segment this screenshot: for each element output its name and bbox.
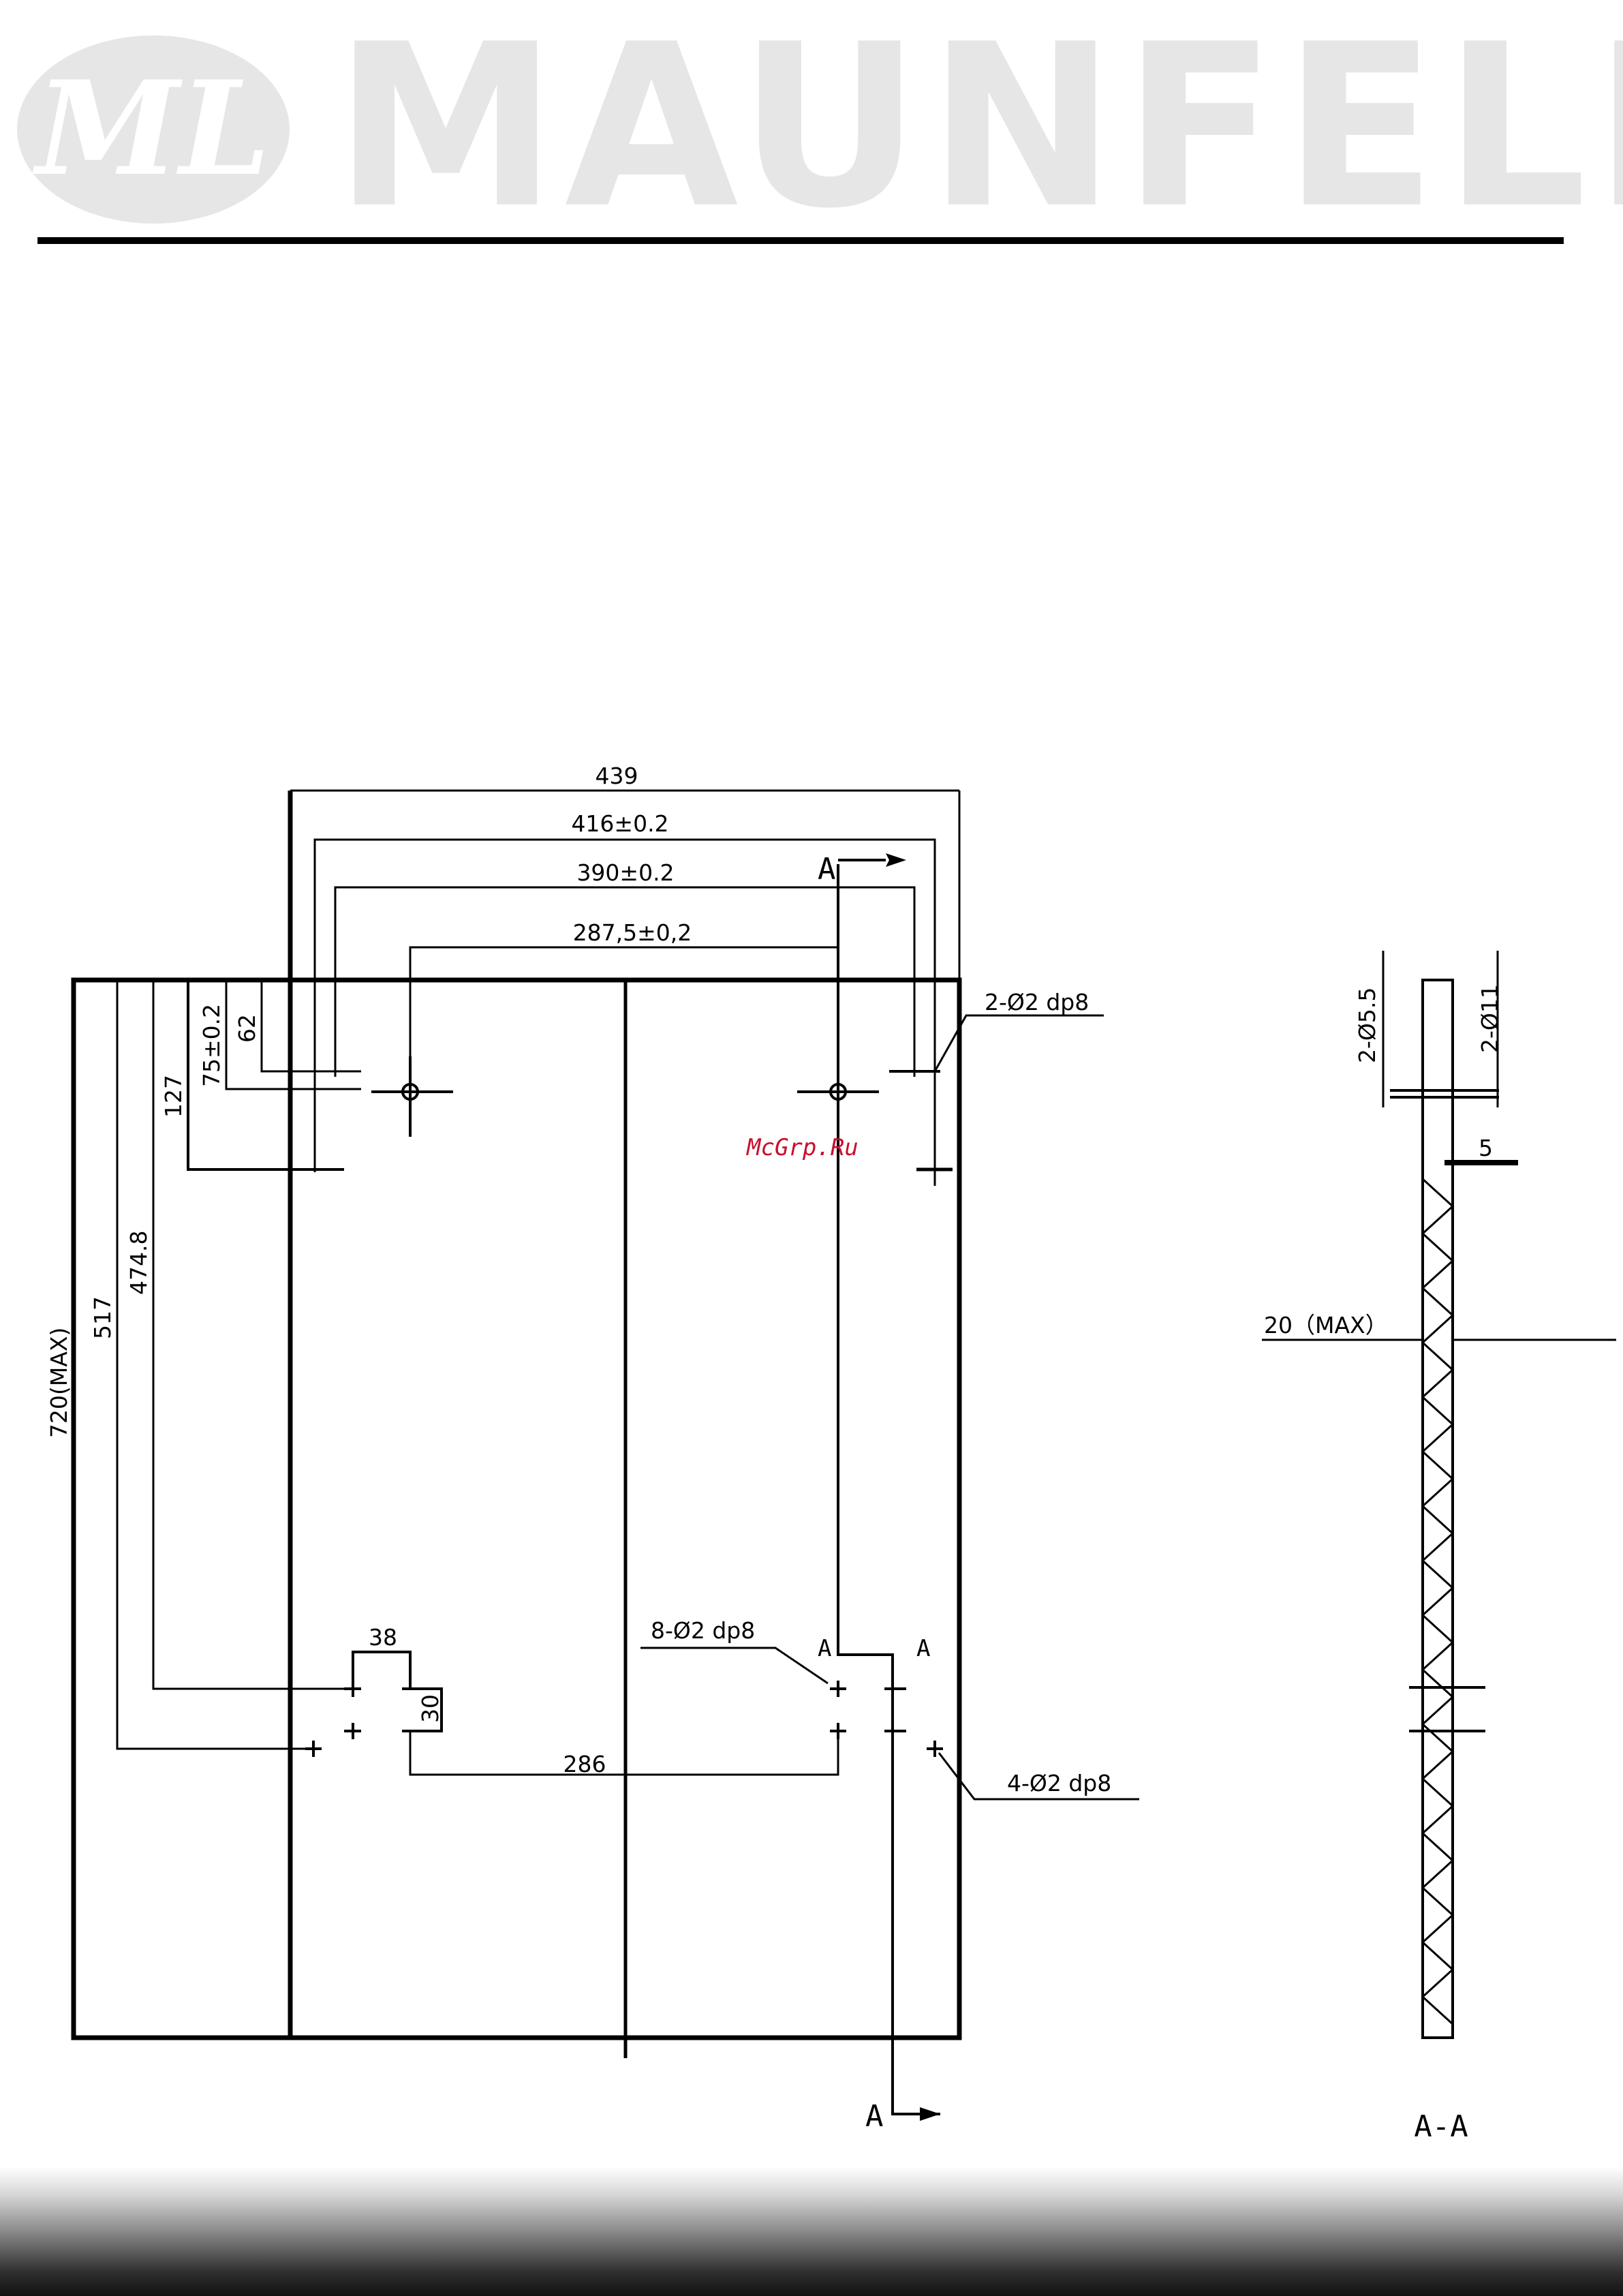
dim-287: 287,5±0,2 bbox=[573, 919, 692, 946]
section-marker-inner-left: A bbox=[818, 1635, 831, 1662]
dim-127: 127 bbox=[160, 1075, 187, 1118]
dim-line-517 bbox=[117, 980, 313, 1749]
section-depth: 5 bbox=[1479, 1135, 1493, 1161]
callout-middle-holes: 8-Ø2 dp8 bbox=[651, 1617, 755, 1644]
dim-286: 286 bbox=[563, 1751, 606, 1777]
section-label: A-A bbox=[1414, 2109, 1468, 2144]
dim-line-62 bbox=[262, 980, 361, 1071]
arrow-top bbox=[886, 853, 906, 867]
dim-box-38 bbox=[353, 1652, 410, 1689]
callout-top-holes: 2-Ø2 dp8 bbox=[985, 989, 1089, 1015]
callout-bottom-holes: 4-Ø2 dp8 bbox=[1007, 1770, 1111, 1796]
dim-416: 416±0.2 bbox=[571, 810, 668, 837]
section-marker-bottom: A bbox=[865, 2099, 884, 2134]
dim-390: 390±0.2 bbox=[576, 859, 674, 886]
section-hole-small: 2-Ø5.5 bbox=[1354, 988, 1380, 1063]
watermark: McGrp.Ru bbox=[746, 1134, 859, 1161]
dim-517: 517 bbox=[89, 1296, 116, 1339]
section-thickness: 20（MAX） bbox=[1264, 1312, 1388, 1338]
section-line bbox=[838, 864, 940, 2114]
arrow-bottom bbox=[920, 2107, 940, 2121]
dim-720: 720(MAX) bbox=[46, 1328, 72, 1438]
dim-474: 474.8 bbox=[125, 1231, 152, 1295]
section-marker-inner-right: A bbox=[916, 1635, 930, 1662]
dim-62: 62 bbox=[234, 1014, 260, 1043]
footer-band bbox=[0, 2167, 1623, 2296]
dim-38: 38 bbox=[369, 1624, 397, 1651]
section-hole-large: 2-Ø11 bbox=[1477, 984, 1503, 1053]
leader-middle-holes bbox=[640, 1648, 828, 1683]
section-marker-top: A bbox=[818, 852, 836, 887]
section-hatch bbox=[1423, 1179, 1453, 2024]
dim-75: 75±0.2 bbox=[198, 1004, 225, 1087]
dim-439: 439 bbox=[596, 763, 638, 789]
dim-30: 30 bbox=[417, 1694, 444, 1723]
